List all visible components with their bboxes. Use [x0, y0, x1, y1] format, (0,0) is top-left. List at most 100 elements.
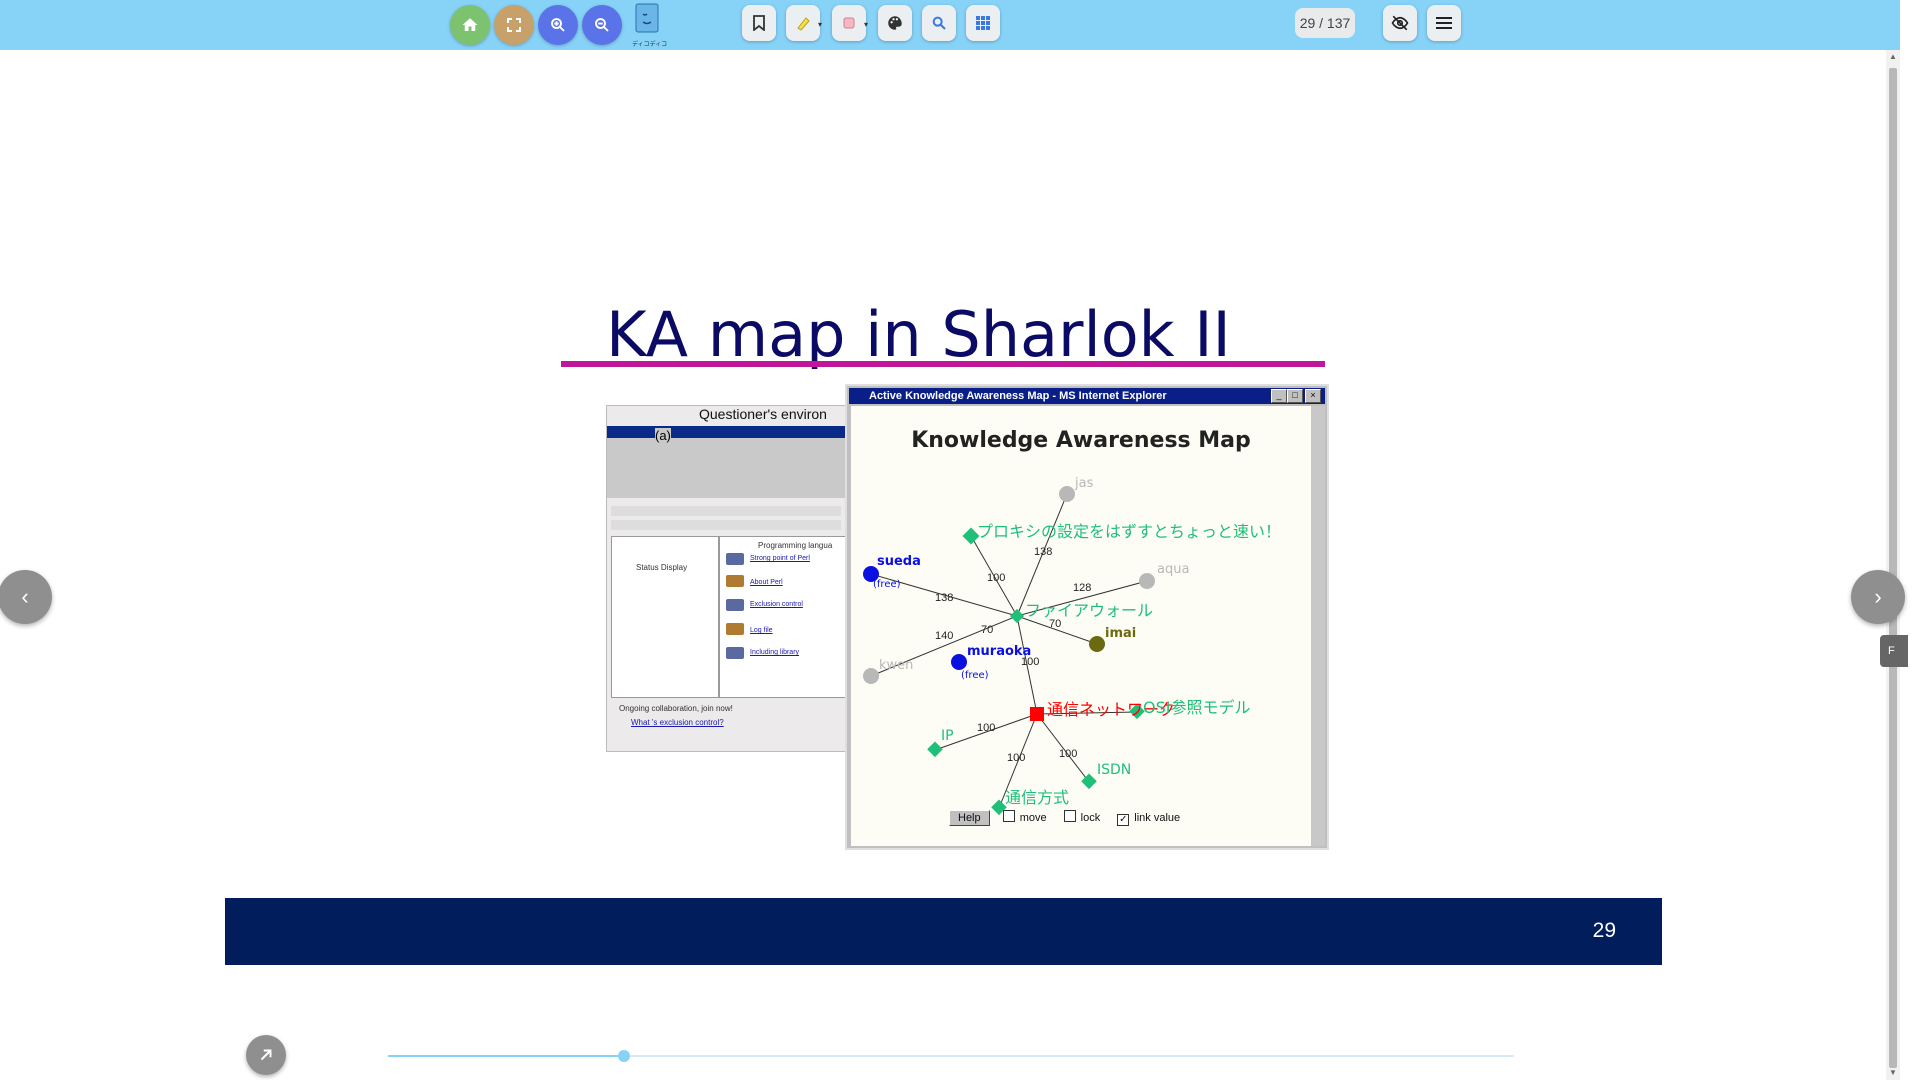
- link-value-checkbox[interactable]: ✓link value: [1117, 812, 1180, 826]
- edge-value: 138: [1034, 546, 1053, 558]
- node-label-jas: jas: [1075, 476, 1094, 491]
- eye-off-icon: [1391, 15, 1409, 31]
- scroll-thumb[interactable]: [1889, 68, 1897, 1068]
- ka-map-heading: Knowledge Awareness Map: [911, 428, 1251, 453]
- edge-value: 100: [987, 572, 1006, 584]
- ka-map-window: Active Knowledge Awareness Map - MS Inte…: [845, 384, 1329, 850]
- node-isdn[interactable]: [1081, 773, 1097, 790]
- edge: [1016, 580, 1148, 617]
- node-firewall[interactable]: [1009, 608, 1025, 624]
- move-checkbox[interactable]: move: [1002, 810, 1047, 824]
- browser-toolbar: [607, 438, 847, 498]
- programming-title: Programming langua: [758, 541, 833, 550]
- node-network[interactable]: [1030, 707, 1044, 721]
- app-logo[interactable]: ディコディコ: [630, 2, 667, 48]
- node-label-ip: IP: [941, 728, 954, 744]
- book-logo-icon: [635, 3, 659, 33]
- zoom-out-icon: [595, 18, 609, 32]
- node-label-firewall: ファイアウォール: [1025, 601, 1154, 620]
- checkbox-icon[interactable]: [1063, 810, 1076, 822]
- edge: [870, 573, 1018, 617]
- people-icon: [726, 623, 744, 635]
- edge: [1036, 711, 1138, 715]
- menu-icon: [1436, 17, 1452, 29]
- node-label-osi: OSI参照モデル: [1143, 698, 1251, 717]
- previous-page-button[interactable]: ‹: [0, 570, 52, 624]
- node-jas[interactable]: [1059, 486, 1075, 502]
- home-button[interactable]: [450, 5, 490, 45]
- bookmark-button[interactable]: [742, 5, 776, 41]
- scroll-down-icon[interactable]: ▼: [1889, 1068, 1897, 1077]
- side-panel-tab[interactable]: F: [1880, 635, 1908, 667]
- share-button[interactable]: [246, 1035, 286, 1075]
- eraser-button[interactable]: ▾: [832, 5, 868, 41]
- palette-button[interactable]: [878, 5, 912, 41]
- hide-annotations-button[interactable]: [1383, 5, 1417, 41]
- highlighter-button[interactable]: ▾: [786, 5, 822, 41]
- node-label-network: 通信ネットワーク: [1047, 700, 1176, 719]
- page-scrollbar[interactable]: ▲ ▼: [1886, 50, 1900, 1080]
- ka-controls: Help move lock ✓link value: [949, 810, 1194, 826]
- edge-value: 138: [935, 592, 954, 604]
- next-page-button[interactable]: ›: [1851, 570, 1905, 624]
- page-slider-knob[interactable]: [618, 1050, 630, 1062]
- title-divider: [561, 361, 1325, 367]
- ka-window-scrollbar[interactable]: [1311, 406, 1325, 846]
- chevron-left-icon: ‹: [21, 584, 29, 609]
- link-item: Strong point of Perl: [750, 555, 810, 562]
- checkmark-icon[interactable]: ✓: [1117, 814, 1130, 826]
- node-label-kwen: kwen: [879, 658, 914, 673]
- edge: [1036, 713, 1090, 783]
- help-button[interactable]: Help: [949, 810, 990, 826]
- ka-window-titlebar: Active Knowledge Awareness Map - MS Inte…: [849, 388, 1325, 404]
- page-counter[interactable]: 29 / 137: [1295, 8, 1355, 38]
- zoom-in-button[interactable]: [538, 5, 578, 45]
- folder-icon: [726, 553, 744, 565]
- minimize-icon[interactable]: _: [1271, 389, 1287, 403]
- scroll-up-icon[interactable]: ▲: [1889, 52, 1897, 61]
- link-item: Log file: [750, 627, 773, 634]
- menu-button[interactable]: [1427, 5, 1461, 41]
- node-status-sueda: (free): [873, 579, 901, 590]
- ongoing-text: Ongoing collaboration, join now!: [619, 704, 733, 713]
- node-proxy[interactable]: [962, 527, 980, 545]
- home-icon: [462, 18, 478, 31]
- programming-panel: Programming langua Strong point of Perl …: [719, 536, 847, 698]
- fullscreen-button[interactable]: [494, 5, 534, 45]
- eraser-icon: [843, 17, 855, 29]
- node-label-aqua: aqua: [1157, 562, 1190, 577]
- node-osi[interactable]: [1129, 703, 1145, 720]
- screenshot-label: (a): [655, 428, 671, 443]
- edge-value: 140: [935, 630, 954, 642]
- node-imai[interactable]: [1089, 636, 1105, 652]
- maximize-icon[interactable]: □: [1287, 389, 1303, 403]
- chevron-down-icon: ▾: [863, 20, 868, 29]
- edge-value: 100: [977, 722, 996, 734]
- edge: [1016, 615, 1098, 645]
- folder-icon: [726, 647, 744, 659]
- node-muraoka[interactable]: [951, 654, 967, 670]
- grid-button[interactable]: [966, 5, 1000, 41]
- close-icon[interactable]: ×: [1305, 389, 1321, 403]
- node-status-muraoka: (free): [961, 670, 989, 681]
- bookmark-icon: [753, 15, 765, 31]
- edge: [1016, 615, 1038, 715]
- search-button[interactable]: [922, 5, 956, 41]
- people-icon: [726, 575, 744, 587]
- edge-value: 128: [1073, 582, 1092, 594]
- exclusion-link: What 's exclusion control?: [631, 718, 724, 727]
- palette-icon: [888, 16, 902, 30]
- node-sueda[interactable]: [863, 566, 879, 582]
- edge: [934, 713, 1038, 751]
- page-slider-track[interactable]: [388, 1055, 1514, 1057]
- edge: [1016, 493, 1068, 617]
- slide-footer: 29: [225, 898, 1662, 965]
- slide-number: 29: [1592, 919, 1616, 942]
- zoom-out-button[interactable]: [582, 5, 622, 45]
- edge-value: 100: [1059, 748, 1078, 760]
- node-label-method: 通信方式: [1005, 788, 1070, 807]
- checkbox-icon[interactable]: [1002, 810, 1015, 822]
- node-aqua[interactable]: [1139, 573, 1155, 589]
- lock-checkbox[interactable]: lock: [1063, 810, 1100, 824]
- node-kwen[interactable]: [863, 668, 879, 684]
